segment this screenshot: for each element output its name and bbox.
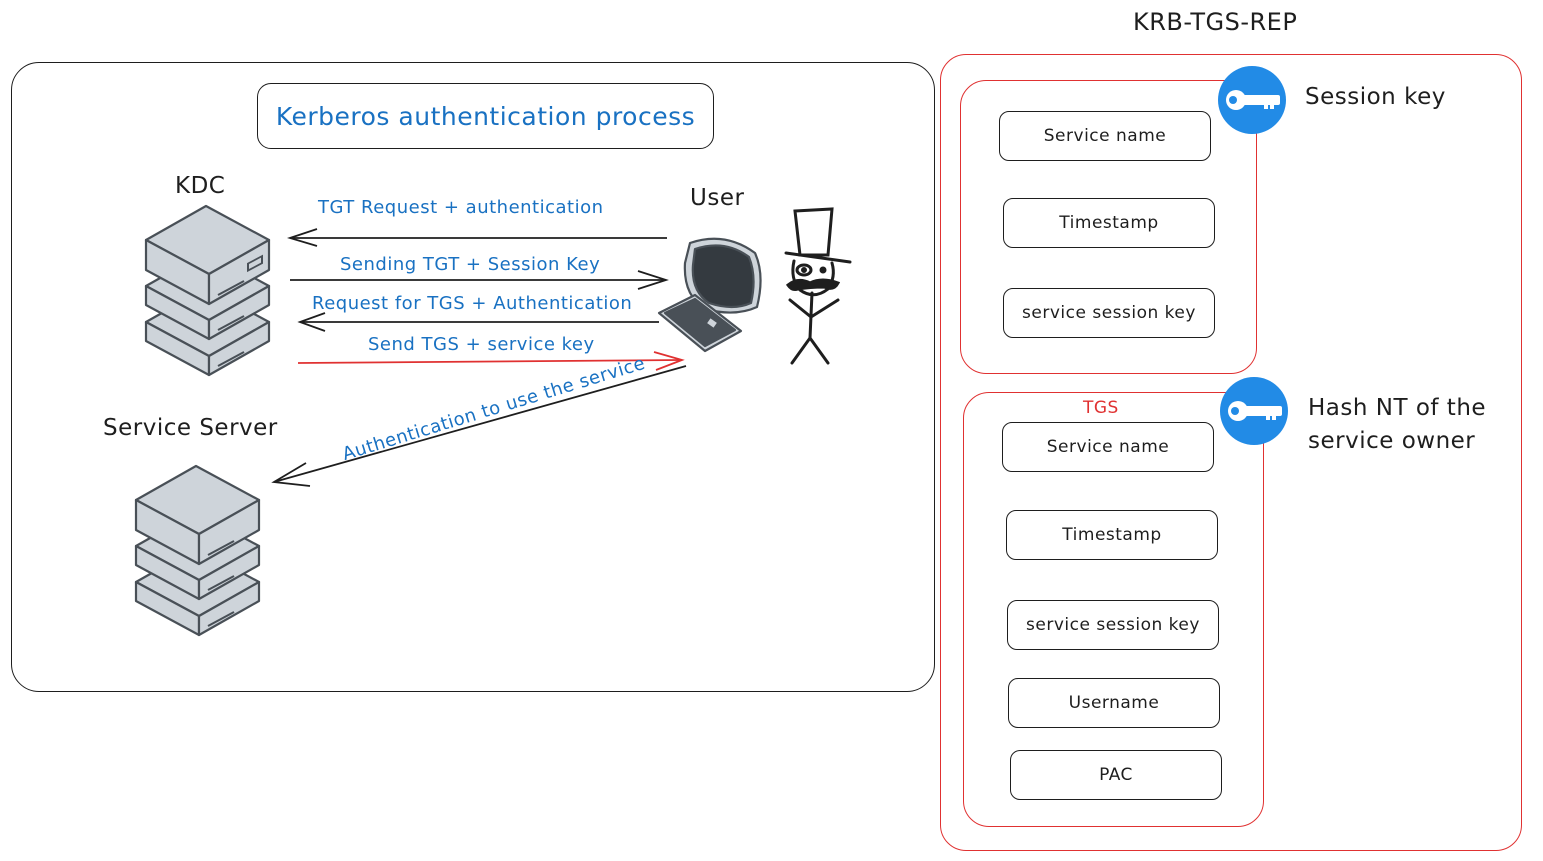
kdc-server-icon (144, 204, 271, 377)
tgs-field-service-name: Service name (1002, 422, 1214, 472)
kdc-label: KDC (175, 173, 226, 199)
diagram-title: Kerberos authentication process (275, 101, 696, 131)
arrow-label-sending-tgt: Sending TGT + Session Key (340, 254, 601, 275)
arrow-label-tgt-request: TGT Request + authentication (318, 197, 604, 218)
session-key-label: Session key (1305, 84, 1446, 110)
session-field-timestamp: Timestamp (1003, 198, 1215, 248)
tgs-block (963, 392, 1264, 827)
session-key-icon (1218, 66, 1286, 134)
arrow-tgt-request (287, 228, 667, 247)
krb-tgs-rep-frame (940, 54, 1522, 851)
arrow-send-tgs (297, 351, 685, 371)
arrow-label-request-tgs: Request for TGS + Authentication (312, 293, 633, 314)
user-figure-icon (784, 207, 852, 365)
service-server-icon (134, 464, 261, 637)
session-key-block (960, 80, 1257, 374)
session-field-service-name: Service name (999, 111, 1211, 161)
kerberos-process-frame (11, 62, 935, 692)
tgs-field-pac: PAC (1010, 750, 1222, 800)
arrow-request-tgs (297, 312, 659, 332)
tgs-field-timestamp: Timestamp (1006, 510, 1218, 560)
tgs-title: TGS (1083, 398, 1119, 418)
computer-icon (657, 237, 762, 353)
arrow-sending-tgt (290, 270, 669, 290)
arrow-label-send-tgs: Send TGS + service key (368, 334, 595, 355)
krb-tgs-rep-title: KRB-TGS-REP (1133, 8, 1298, 36)
session-field-service-session-key: service session key (1003, 288, 1215, 338)
arrow-auth-service (271, 365, 687, 487)
tgs-field-service-session-key: service session key (1007, 600, 1219, 650)
user-label: User (690, 185, 745, 211)
tgs-field-username: Username (1008, 678, 1220, 728)
service-owner-key-label-line1: Hash NT of the (1308, 395, 1487, 421)
service-server-label: Service Server (103, 415, 278, 441)
service-owner-key-label-line2: service owner (1308, 428, 1476, 454)
title-box: Kerberos authentication process (257, 83, 714, 149)
service-owner-key-icon (1220, 377, 1288, 445)
